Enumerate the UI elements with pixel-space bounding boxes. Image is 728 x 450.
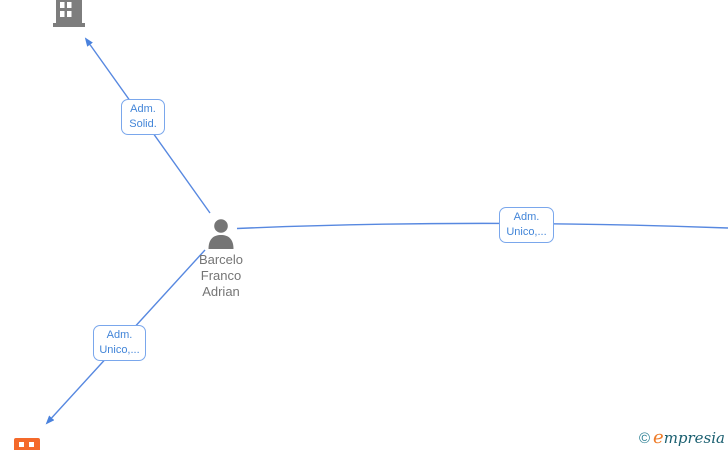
logo-brand-first-letter: e <box>653 427 664 448</box>
edge-label-line: Unico,... <box>506 226 547 238</box>
person-name: Barcelo Franco Adrian <box>171 252 271 300</box>
edge-label-line: Adm. <box>513 211 540 223</box>
edge-label-line: Adm. <box>106 329 133 341</box>
copyright-symbol: © <box>638 430 651 447</box>
person-name-line: Franco <box>200 268 242 283</box>
edge-person-to-right <box>236 222 728 230</box>
building-icon-orange <box>14 438 40 450</box>
person-silhouette-icon <box>208 219 234 249</box>
building-icon <box>53 0 85 27</box>
edge-label-adm-unico-right[interactable]: Adm. Unico,... <box>499 207 554 243</box>
top-company-node[interactable] <box>52 0 86 28</box>
edge-label-line: Unico,... <box>99 344 140 356</box>
bottom-company-node[interactable] <box>14 438 40 450</box>
person-name-line: Adrian <box>202 284 240 299</box>
empresia-logo: ©empresia <box>639 427 725 448</box>
edge-label-adm-solid[interactable]: Adm. Solid. <box>121 99 165 135</box>
edge-label-line: Adm. <box>130 103 156 115</box>
edge-label-line: Solid. <box>129 118 157 130</box>
person-node[interactable] <box>206 218 236 249</box>
logo-brand-rest: mpresia <box>663 429 725 447</box>
person-name-line: Barcelo <box>198 252 244 267</box>
edge-label-adm-unico-left[interactable]: Adm. Unico,... <box>93 325 146 361</box>
